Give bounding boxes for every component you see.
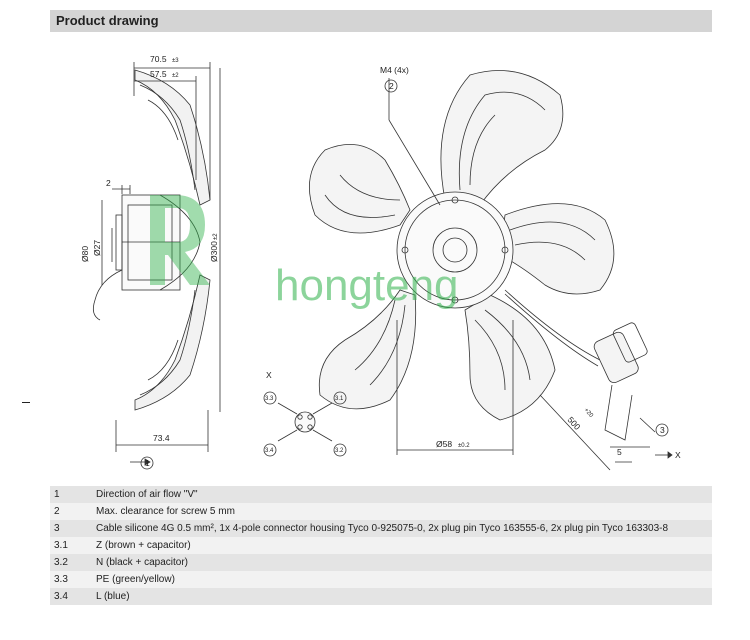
connector-view	[277, 402, 333, 442]
legend-text: L (blue)	[92, 588, 712, 605]
legend-row: 3.3 PE (green/yellow)	[50, 571, 712, 588]
dim-hub-dia-tol: ±0.2	[458, 443, 470, 449]
legend-num: 1	[50, 486, 92, 503]
dim-cable-len-tol: +20	[583, 407, 595, 419]
legend-num: 3.1	[50, 537, 92, 554]
callout-1: 1	[145, 458, 150, 468]
legend-num: 3.3	[50, 571, 92, 588]
front-view	[309, 70, 673, 471]
legend-text: Z (brown + capacitor)	[92, 537, 712, 554]
legend-row: 2 Max. clearance for screw 5 mm	[50, 503, 712, 520]
dim-dia-80: Ø80	[80, 246, 90, 262]
callout-3: 3	[660, 425, 665, 435]
legend-table: 1 Direction of air flow "V" 2 Max. clear…	[50, 486, 712, 605]
watermark-logo	[150, 195, 210, 285]
dim-width-total: 70.5	[150, 54, 167, 64]
legend-num: 2	[50, 503, 92, 520]
legend-row: 3.1 Z (brown + capacitor)	[50, 537, 712, 554]
dim-depth: 73.4	[153, 433, 170, 443]
legend-num: 3.2	[50, 554, 92, 571]
dim-clearance: 2	[106, 178, 111, 188]
dim-hub-dia: Ø58	[436, 439, 452, 449]
legend-text: PE (green/yellow)	[92, 571, 712, 588]
callout-3-2: 3.2	[335, 448, 344, 454]
dim-width-inner-tol: ±2	[172, 73, 179, 79]
legend-text: Direction of air flow "V"	[92, 486, 712, 503]
technical-drawing: hongteng 70.5 ±3 57.5 ±2 2 Ø80 Ø27 Ø300 …	[80, 54, 681, 471]
callout-3-1: 3.1	[335, 396, 344, 402]
legend-row: 3.2 N (black + capacitor)	[50, 554, 712, 571]
legend-num: 3	[50, 520, 92, 537]
callout-3-4: 3.4	[265, 448, 274, 454]
section-title: Product drawing	[56, 13, 159, 28]
dim-thread: M4 (4x)	[380, 65, 409, 75]
section-header: Product drawing	[50, 10, 712, 32]
watermark-text: hongteng	[275, 261, 459, 310]
view-x-label: X	[675, 450, 681, 460]
dim-dia-27: Ø27	[92, 240, 102, 256]
legend-row: 3.4 L (blue)	[50, 588, 712, 605]
legend-row: 3 Cable silicone 4G 0.5 mm², 1x 4-pole c…	[50, 520, 712, 537]
dim-dia-300-tol: ±2	[213, 233, 219, 240]
dim-width-total-tol: ±3	[172, 58, 179, 64]
dim-dia-300: Ø300	[209, 241, 219, 262]
legend-text: Max. clearance for screw 5 mm	[92, 503, 712, 520]
margin-mark	[22, 402, 30, 403]
legend-num: 3.4	[50, 588, 92, 605]
side-view	[92, 62, 221, 466]
dim-cable-len: 500	[566, 415, 583, 432]
legend-text: N (black + capacitor)	[92, 554, 712, 571]
dim-strip: 5	[617, 447, 622, 457]
legend-text: Cable silicone 4G 0.5 mm², 1x 4-pole con…	[92, 520, 712, 537]
view-x-small-label: X	[266, 370, 272, 380]
dim-width-inner: 57.5	[150, 69, 167, 79]
callout-2: 2	[389, 81, 394, 91]
callout-3-3: 3.3	[265, 396, 274, 402]
legend-row: 1 Direction of air flow "V"	[50, 486, 712, 503]
